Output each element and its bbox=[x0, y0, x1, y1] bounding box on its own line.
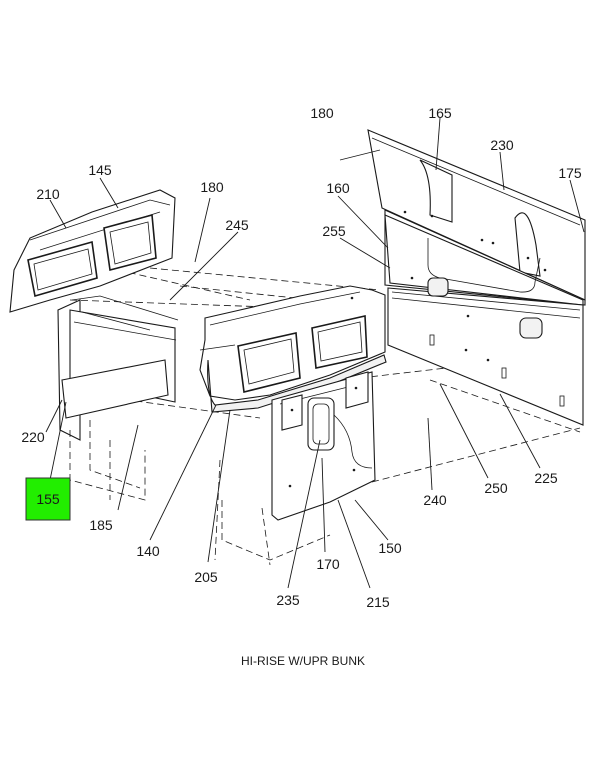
left-wall-lower-panel bbox=[61, 359, 169, 419]
callout-labels: 155 180 165 230 175 160 255 145 210 180 … bbox=[21, 105, 582, 610]
bracket-right bbox=[345, 371, 369, 409]
rear-vent-right bbox=[519, 317, 543, 339]
callout-205: 205 bbox=[194, 569, 218, 585]
callout-165: 165 bbox=[428, 105, 452, 121]
left-side-wall bbox=[57, 295, 179, 501]
callout-185: 185 bbox=[89, 517, 113, 533]
callout-235: 235 bbox=[276, 592, 300, 608]
callout-145: 145 bbox=[88, 162, 112, 178]
callout-210: 210 bbox=[36, 186, 60, 202]
left-upper-trim bbox=[9, 189, 176, 313]
rear-wall-lower bbox=[387, 287, 584, 426]
callout-170: 170 bbox=[316, 556, 340, 572]
callout-220: 220 bbox=[21, 429, 45, 445]
callout-160: 160 bbox=[326, 180, 350, 196]
callout-140: 140 bbox=[136, 543, 160, 559]
callout-leader-lines bbox=[45, 117, 585, 589]
center-console bbox=[199, 285, 387, 413]
callout-230: 230 bbox=[490, 137, 514, 153]
callout-175: 175 bbox=[558, 165, 582, 181]
highlight-box-155 bbox=[25, 477, 71, 521]
callout-245: 245 bbox=[225, 217, 249, 233]
callout-225: 225 bbox=[534, 470, 558, 486]
rear-vent-left bbox=[427, 277, 449, 297]
callout-250: 250 bbox=[484, 480, 508, 496]
bracket-left bbox=[281, 394, 303, 431]
callout-155: 155 bbox=[36, 491, 60, 507]
access-door bbox=[312, 403, 330, 445]
bunk-side-curve-right bbox=[514, 212, 541, 277]
diagram-caption: HI-RISE W/UPR BUNK bbox=[241, 654, 365, 668]
lower-center-panel bbox=[221, 371, 376, 561]
callout-150: 150 bbox=[378, 540, 402, 556]
callout-215: 215 bbox=[366, 594, 390, 610]
callout-180: 180 bbox=[200, 179, 224, 195]
callout-180: 180 bbox=[310, 105, 334, 121]
bunk-side-curve-left bbox=[419, 159, 453, 223]
rear-wall-assembly bbox=[367, 129, 586, 426]
callout-240: 240 bbox=[423, 492, 447, 508]
callout-255: 255 bbox=[322, 223, 346, 239]
